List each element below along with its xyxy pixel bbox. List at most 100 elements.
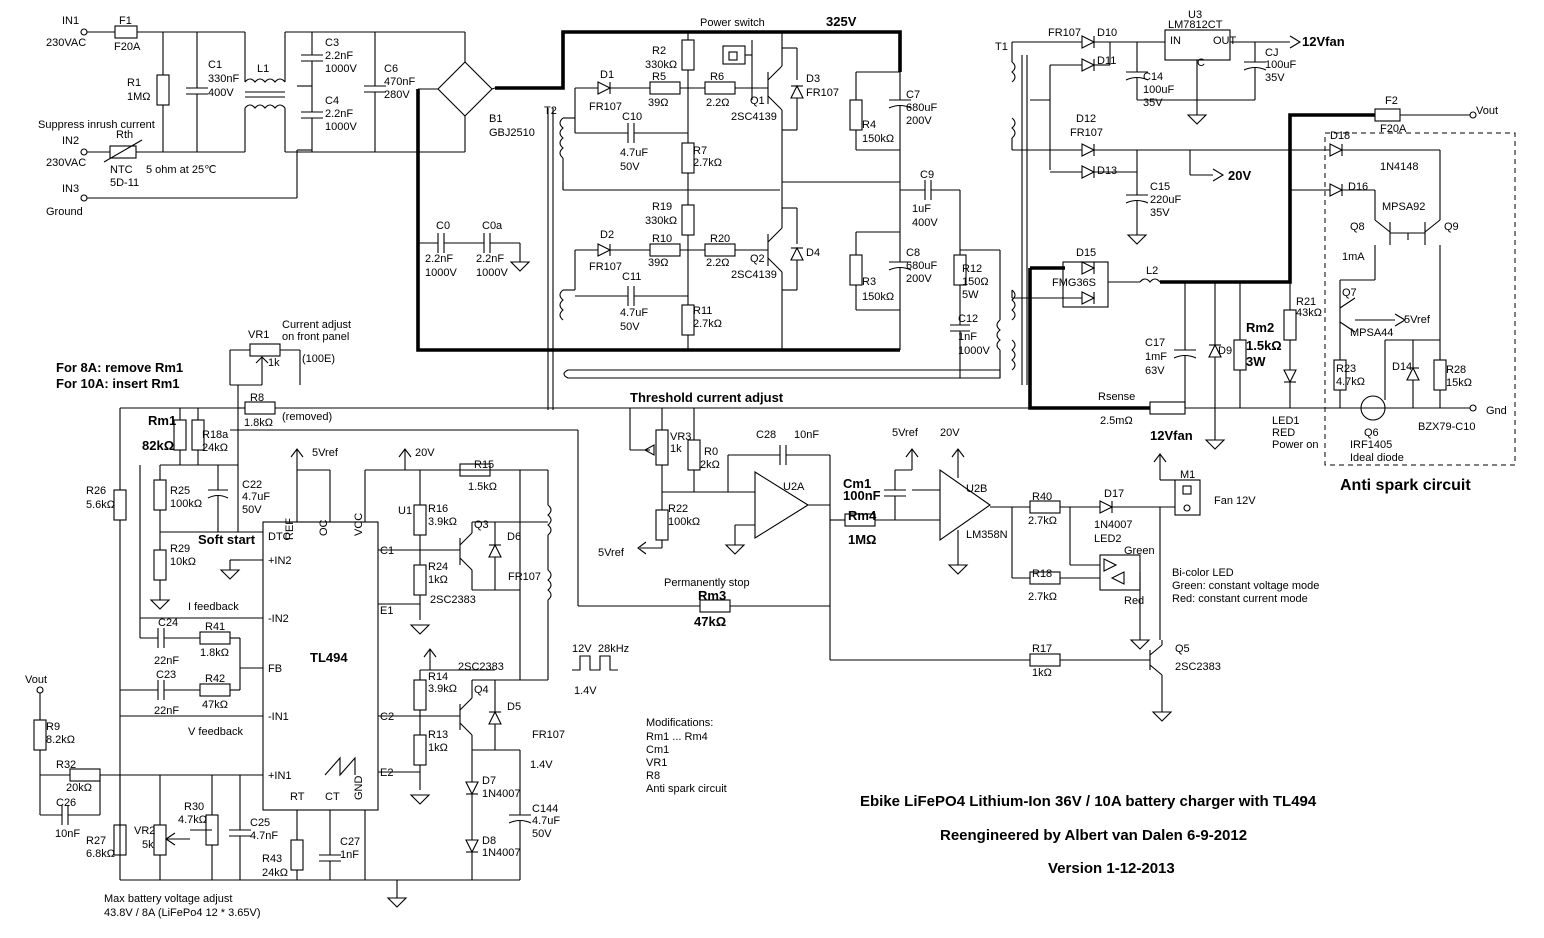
label-secondary-c17: C17 bbox=[1145, 337, 1165, 349]
label-opamp-bicolor: Bi-color LED bbox=[1172, 567, 1234, 579]
label-control-dtc: DTC bbox=[268, 531, 291, 543]
label-secondary-led1b: RED bbox=[1272, 427, 1295, 439]
label-secondary-v12fan: 12Vfan bbox=[1302, 34, 1345, 49]
label-notes-m3: VR1 bbox=[646, 757, 667, 769]
resistor-r25 bbox=[153, 479, 167, 511]
label-control-r13: R13 bbox=[428, 729, 448, 741]
label-opamp-green: Green bbox=[1124, 545, 1155, 557]
label-front-ntc_note: 5 ohm at 25℃ bbox=[146, 164, 216, 176]
label-control-r25: R25 bbox=[170, 485, 190, 497]
diode-d11 bbox=[1081, 58, 1096, 72]
label-inputs-in2_sub: 230VAC bbox=[46, 157, 86, 169]
label-control-r9: R9 bbox=[46, 721, 60, 733]
label-antispark-q8: Q8 bbox=[1350, 221, 1365, 233]
label-front-c1: C1 bbox=[208, 59, 222, 71]
label-antispark-ideal: Ideal diode bbox=[1350, 452, 1404, 464]
label-control-removed: (removed) bbox=[282, 411, 332, 423]
label-secondary-c14a: 100uF bbox=[1143, 84, 1174, 96]
label-secondary-u3v: LM7812CT bbox=[1168, 19, 1223, 31]
label-opamp-v20: 20V bbox=[940, 427, 960, 439]
label-inputs-in2: IN2 bbox=[62, 135, 79, 147]
label-power-d2: D2 bbox=[600, 229, 614, 241]
label-control-c144b: 50V bbox=[532, 828, 552, 840]
label-control-oc: OC bbox=[318, 519, 330, 536]
diode-d1 bbox=[597, 81, 612, 95]
label-opamp-lm358: LM358N bbox=[966, 529, 1008, 541]
label-control-c144: C144 bbox=[532, 803, 558, 815]
label-control-c26v: 10nF bbox=[55, 828, 80, 840]
label-front-c0xa: 2.2nF bbox=[476, 253, 504, 265]
transformer-t2-top bbox=[559, 117, 564, 159]
label-power-r19v: 330kΩ bbox=[645, 215, 677, 227]
label-front-c3a: 2.2nF bbox=[325, 50, 353, 62]
label-control-ifeedback: I feedback bbox=[188, 601, 239, 613]
label-opamp-vr3v: 1k bbox=[670, 443, 682, 455]
label-secondary-rsensev: 2.5mΩ bbox=[1100, 415, 1133, 427]
resistor-r1 bbox=[156, 74, 170, 106]
label-secondary-rm2: Rm2 bbox=[1246, 320, 1274, 335]
label-control-r32: R32 bbox=[56, 759, 76, 771]
transistor-q8 bbox=[1374, 219, 1391, 233]
label-secondary-d10: D10 bbox=[1097, 27, 1117, 39]
label-secondary-rm2b: 3W bbox=[1246, 354, 1266, 369]
label-antispark-d18v: 1N4148 bbox=[1380, 161, 1419, 173]
label-control-c25: C25 bbox=[250, 817, 270, 829]
label-opamp-rm4: Rm4 bbox=[848, 508, 877, 523]
label-control-f28: 28kHz bbox=[598, 643, 629, 655]
diode-d16 bbox=[1329, 183, 1344, 197]
label-opamp-r40: R40 bbox=[1032, 491, 1052, 503]
label-control-maxv1: Max battery voltage adjust bbox=[104, 893, 232, 905]
label-opamp-d17v: 1N4007 bbox=[1094, 519, 1133, 531]
label-secondary-c14b: 35V bbox=[1143, 97, 1163, 109]
label-control-r15v: 1.5kΩ bbox=[468, 481, 497, 493]
resistor-r2 bbox=[681, 39, 695, 71]
label-control-fb: FB bbox=[268, 663, 282, 675]
label-secondary-u3: U3 bbox=[1188, 9, 1202, 21]
label-control-c23v: 22nF bbox=[154, 705, 179, 717]
label-control-c2p: C2 bbox=[380, 711, 394, 723]
label-secondary-c: C bbox=[1197, 57, 1205, 69]
label-control-r8v: 1.8kΩ bbox=[244, 417, 273, 429]
label-opamp-green_mode: Green: constant voltage mode bbox=[1172, 580, 1319, 592]
label-front-b1v: GBJ2510 bbox=[489, 127, 535, 139]
label-control-softstart: Soft start bbox=[198, 532, 256, 547]
diode-d7 bbox=[465, 781, 479, 796]
label-control-q3v: 2SC2383 bbox=[430, 594, 476, 606]
labels: IN1230VACIN2230VACIN3GroundF1F20AR11MΩC1… bbox=[25, 9, 1507, 919]
bridge-rectifier-b1 bbox=[437, 61, 493, 117]
label-power-c11b: 50V bbox=[620, 321, 640, 333]
label-secondary-gnd: Gnd bbox=[1486, 405, 1507, 417]
label-front-c0b: 1000V bbox=[425, 267, 457, 279]
diode-d2 bbox=[597, 243, 612, 257]
label-power-q1: Q1 bbox=[750, 95, 765, 107]
label-control-r42: R42 bbox=[205, 673, 225, 685]
label-power-d1v: FR107 bbox=[589, 101, 622, 113]
label-opamp-v12fan: 12Vfan bbox=[1150, 428, 1193, 443]
label-antispark-i1ma: 1mA bbox=[1342, 251, 1365, 263]
label-front-l1: L1 bbox=[257, 63, 269, 75]
label-power-r12b: 5W bbox=[962, 289, 979, 301]
ground-symbol bbox=[509, 261, 531, 272]
label-secondary-out: OUT bbox=[1213, 35, 1237, 47]
resistor-r6 bbox=[704, 81, 736, 95]
resistor-r5 bbox=[649, 81, 681, 95]
label-secondary-c15: C15 bbox=[1150, 181, 1170, 193]
diode-d15 bbox=[1062, 261, 1109, 308]
resistor-r27 bbox=[113, 824, 127, 856]
label-front-c4a: 2.2nF bbox=[325, 108, 353, 120]
label-control-r16v: 3.9kΩ bbox=[428, 516, 457, 528]
label-control-q3: Q3 bbox=[474, 519, 489, 531]
label-opamp-v5ref: 5Vref bbox=[598, 547, 625, 559]
mains-input-filter bbox=[80, 25, 531, 272]
label-power-c11: C11 bbox=[622, 271, 641, 283]
label-opamp-r18v: 2.7kΩ bbox=[1028, 591, 1057, 603]
label-control-c144a: 4.7uF bbox=[532, 815, 560, 827]
label-secondary-d9: D9 bbox=[1218, 345, 1232, 357]
label-front-c6b: 280V bbox=[384, 89, 410, 101]
label-control-d8: D8 bbox=[482, 835, 496, 847]
label-control-ct: CT bbox=[325, 791, 340, 803]
label-antispark-d14: D14 bbox=[1392, 361, 1412, 373]
label-opamp-red: Red bbox=[1124, 595, 1144, 607]
label-control-tl494: TL494 bbox=[310, 650, 348, 665]
label-control-r9v: 8.2kΩ bbox=[46, 734, 75, 746]
